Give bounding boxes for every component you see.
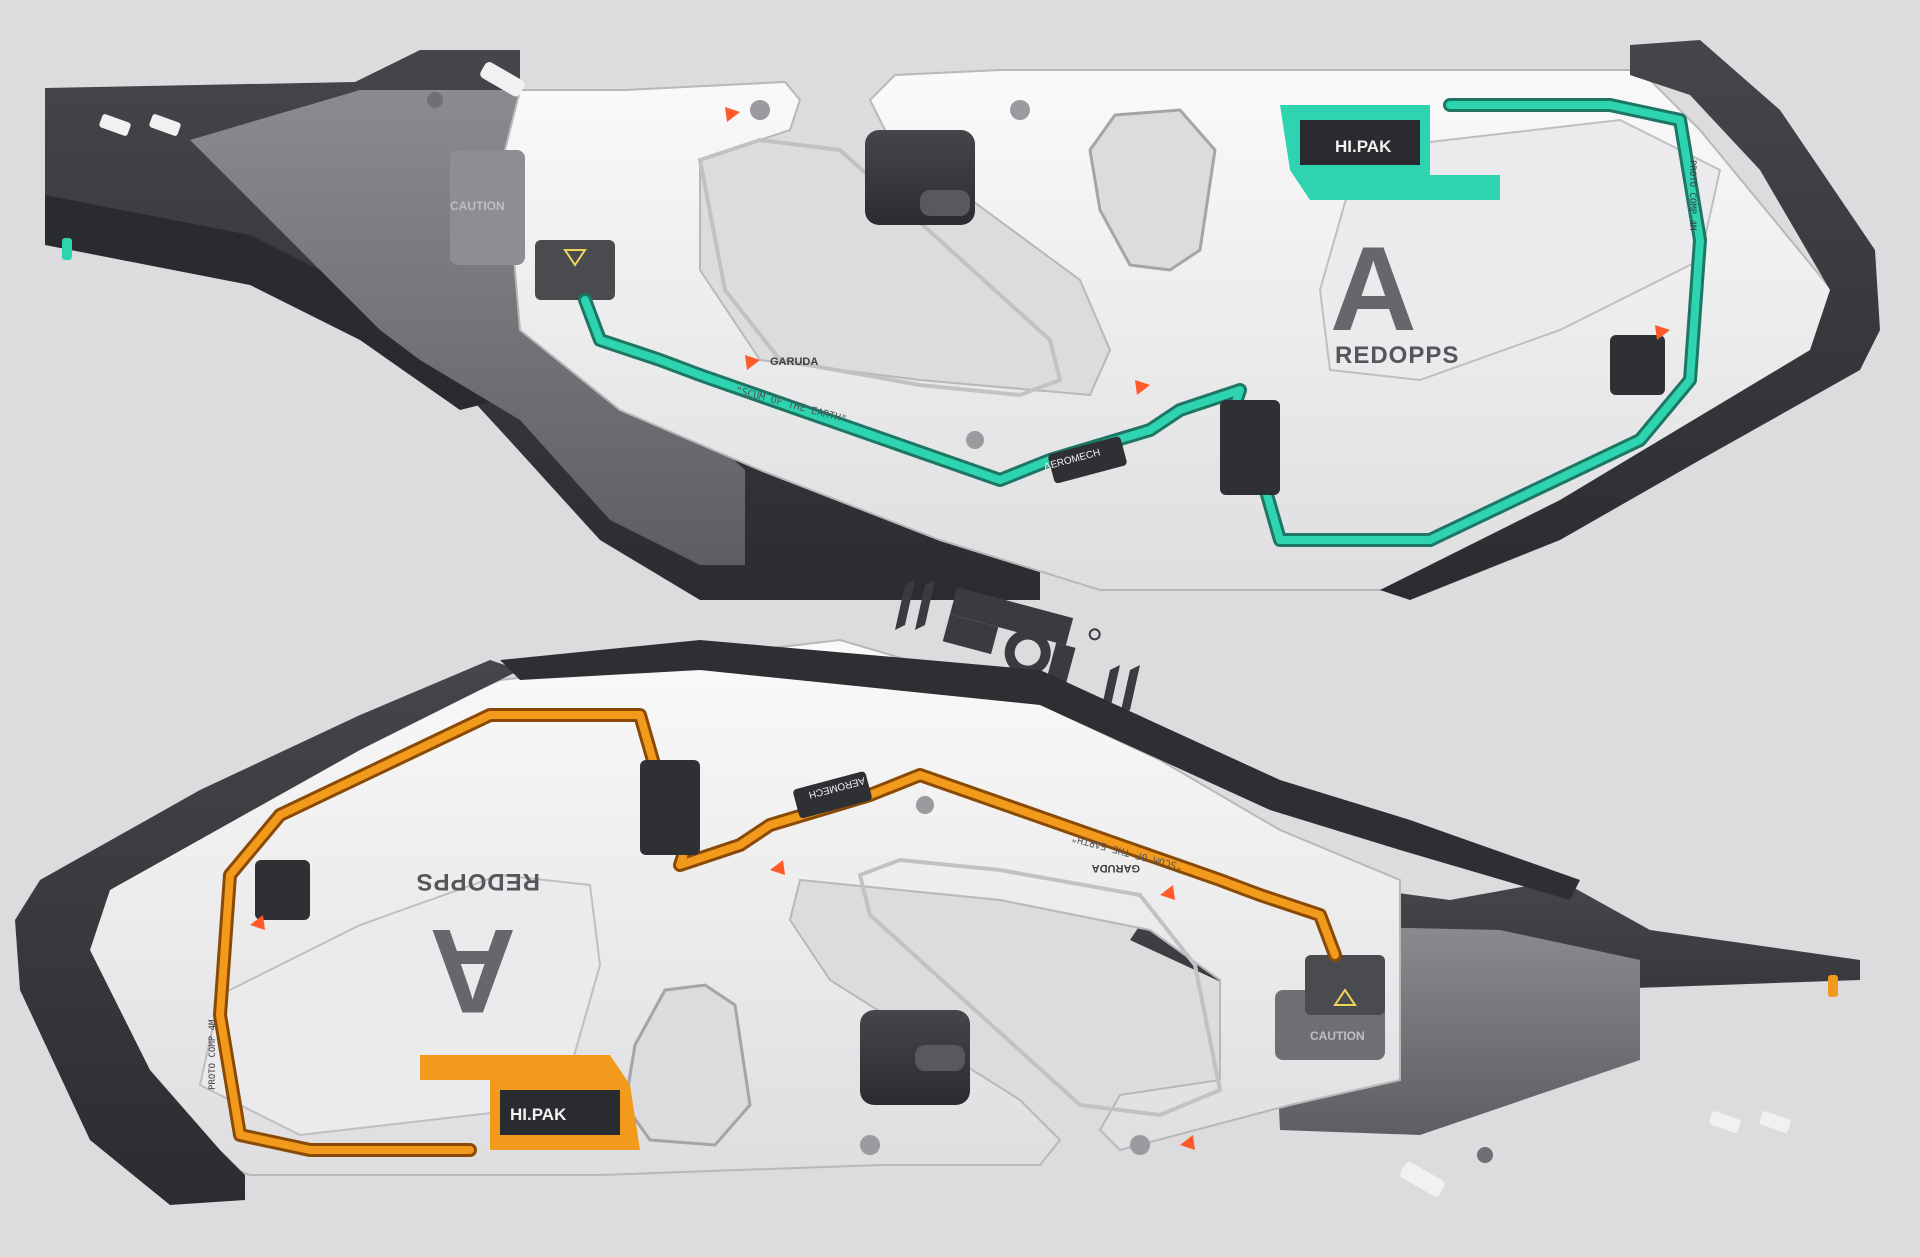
top-stock-lower xyxy=(45,195,500,410)
bottom-side-text: PROTO COMP 4M xyxy=(208,1019,218,1090)
bottom-warning-triangle-1 xyxy=(1180,1135,1195,1150)
bottom-brand-name: REDOPPS xyxy=(416,868,540,895)
top-pipe-valve xyxy=(1220,400,1280,495)
top-hipak-text: HI.PAK xyxy=(1335,137,1392,156)
bottom-pipe-module xyxy=(793,771,872,819)
top-bolt-2 xyxy=(1010,100,1030,120)
top-grip-cutout xyxy=(1088,108,1217,272)
top-rear-tab xyxy=(62,238,72,260)
top-mid-block xyxy=(190,90,745,565)
top-garuda-text: GARUDA xyxy=(770,356,818,368)
bottom-front-edge xyxy=(15,660,520,1205)
bottom-bolt-4 xyxy=(1477,1147,1493,1163)
logo-bar-right-2 xyxy=(1120,665,1140,715)
bottom-vent-1 xyxy=(1759,1111,1791,1133)
top-vent-2 xyxy=(149,114,181,136)
bottom-garuda-text: GARUDA xyxy=(1092,862,1140,874)
bottom-hipak-core xyxy=(500,1090,620,1135)
top-emitter-block xyxy=(535,240,615,300)
top-warning-icon xyxy=(563,249,587,267)
bottom-rear-tab xyxy=(1828,975,1838,997)
top-vent-1 xyxy=(99,114,131,136)
top-front-edge xyxy=(1380,40,1880,600)
bottom-front-edge-top xyxy=(500,640,1580,900)
bottom-pipe-valve xyxy=(640,760,700,855)
bottom-emitter-block xyxy=(1305,955,1385,1015)
top-warning-triangle-3 xyxy=(1135,380,1150,395)
bottom-pipe-clamp xyxy=(255,860,310,920)
bottom-vent-3 xyxy=(1400,1162,1445,1197)
bottom-warning-triangle-3 xyxy=(770,860,785,875)
top-mag-cutout xyxy=(697,137,1063,398)
bottom-hipak-text: HI.PAK xyxy=(510,1105,567,1124)
logo-bar-left-2 xyxy=(915,580,935,630)
top-pipe-clamp xyxy=(1610,335,1665,395)
bottom-warning-triangle-2 xyxy=(1160,885,1175,900)
bottom-bolt-3 xyxy=(916,796,934,814)
top-bolt-3 xyxy=(966,431,984,449)
top-caution-plate xyxy=(450,150,525,265)
top-brand-letter: A xyxy=(1330,222,1417,356)
bottom-mag-cutout xyxy=(857,857,1223,1118)
bottom-bolt-2 xyxy=(860,1135,880,1155)
bottom-warning-icon xyxy=(1333,988,1357,1006)
top-side-text: PROTO COMP 4M xyxy=(1687,160,1697,231)
top-bolt-4 xyxy=(427,92,443,108)
top-bolt-1 xyxy=(750,100,770,120)
top-brand-name: REDOPPS xyxy=(1335,342,1459,369)
top-hipak-core xyxy=(1300,120,1420,165)
logo-bar-left-1 xyxy=(895,580,915,630)
top-rifle: CAUTION HI.PAK A REDOPPS GARUDA "SCUM OF… xyxy=(45,40,1880,600)
top-pipe-module xyxy=(1048,436,1127,484)
bottom-rifle: CAUTION HI.PAK A REDOPPS GARUDA "SCUM OF… xyxy=(15,638,1860,1205)
bottom-caution-text: CAUTION xyxy=(1310,1029,1365,1043)
top-warning-triangle-2 xyxy=(745,355,760,370)
top-grip-pad-slot xyxy=(920,190,970,216)
bottom-brand-letter: A xyxy=(429,904,516,1038)
top-vent-3 xyxy=(480,62,525,97)
top-caution-text: CAUTION xyxy=(450,199,505,213)
bottom-grip-pad-slot xyxy=(915,1045,965,1071)
top-warning-triangle-1 xyxy=(725,107,740,122)
bottom-warning-triangle-4 xyxy=(250,915,265,930)
bottom-vent-2 xyxy=(1709,1111,1741,1133)
top-warning-triangle-4 xyxy=(1655,325,1670,340)
bottom-bolt-1 xyxy=(1130,1135,1150,1155)
